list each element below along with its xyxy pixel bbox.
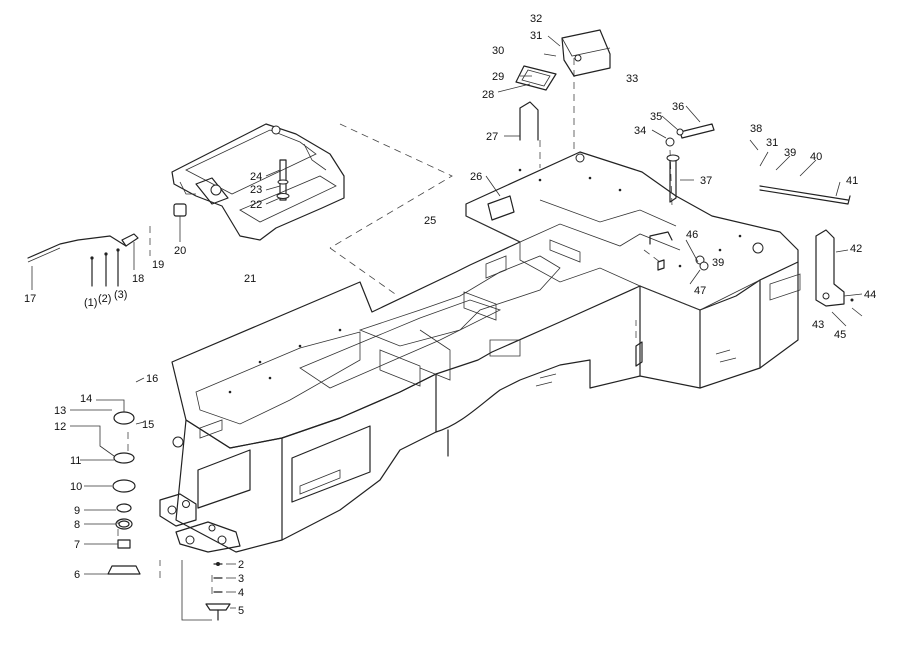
- callout-25: 25: [424, 215, 436, 227]
- callout-29: 29: [492, 71, 504, 83]
- callout-(1): (1): [84, 297, 97, 309]
- extension-lines: [117, 58, 673, 594]
- callout-labels: (1) (2) (3) 2 3 4 5 6 7 8 9 10 11 12 13 …: [24, 13, 876, 617]
- bolts-1-2-3: [90, 248, 120, 287]
- tab-26: [485, 175, 515, 221]
- callout-42: 42: [850, 243, 862, 255]
- callout-11: 11: [70, 455, 81, 467]
- callout-34: 34: [634, 125, 646, 137]
- upper-cradle-assembly: [171, 123, 345, 241]
- callout-39-lower: 39: [712, 257, 724, 269]
- main-frame: [159, 151, 801, 553]
- bracket-27: [504, 101, 539, 141]
- bushing-20: [173, 203, 187, 242]
- callout-15: 15: [142, 419, 154, 431]
- bolt-stack-2-5: [181, 560, 236, 621]
- callout-39-upper: 39: [784, 147, 796, 159]
- callout-20: 20: [174, 245, 186, 257]
- callout-22: 22: [250, 199, 262, 211]
- callout-24: 24: [250, 171, 262, 183]
- callout-17: 17: [24, 293, 36, 305]
- callout-35: 35: [650, 111, 662, 123]
- callout-3: 3: [238, 573, 244, 585]
- bracket-42-45: [815, 229, 863, 327]
- callout-38: 38: [750, 123, 762, 135]
- callout-37: 37: [700, 175, 712, 187]
- callout-44: 44: [864, 289, 876, 301]
- pad-assembly-28-33: [497, 29, 611, 93]
- callout-9: 9: [74, 505, 80, 517]
- pin-stack-22-24: [265, 159, 290, 205]
- callout-28: 28: [482, 89, 494, 101]
- callout-13: 13: [54, 405, 66, 417]
- callout-46: 46: [686, 229, 698, 241]
- callout-33: 33: [626, 73, 638, 85]
- callout-19: 19: [152, 259, 164, 271]
- callout-32: 32: [530, 13, 542, 25]
- callout-4: 4: [238, 587, 244, 599]
- callout-12: 12: [54, 421, 66, 433]
- callout-16: 16: [146, 373, 158, 385]
- callout-26: 26: [470, 171, 482, 183]
- callout-23: 23: [250, 184, 262, 196]
- clip-18-19: [121, 226, 151, 270]
- callout-47: 47: [694, 285, 706, 297]
- callout-5: 5: [238, 605, 244, 617]
- clamp-46-47: [649, 231, 709, 285]
- callout-31-right: 31: [766, 137, 778, 149]
- callout-21: 21: [244, 273, 256, 285]
- callout-27: 27: [486, 131, 498, 143]
- callout-40: 40: [810, 151, 822, 163]
- callout-8: 8: [74, 519, 80, 531]
- callout-43: 43: [812, 319, 824, 331]
- callout-(2): (2): [98, 293, 111, 305]
- callout-30: 30: [492, 45, 504, 57]
- callout-41: 41: [846, 175, 858, 187]
- pin-34-37: [651, 105, 715, 203]
- callout-6: 6: [74, 569, 80, 581]
- callout-45: 45: [834, 329, 846, 341]
- callout-2: 2: [238, 559, 244, 571]
- rod-38-41: [749, 139, 851, 205]
- callout-14: 14: [80, 393, 92, 405]
- callout-36: 36: [672, 101, 684, 113]
- callout-10: 10: [70, 481, 82, 493]
- linkage-arm-17: [27, 235, 127, 290]
- callout-31-top: 31: [530, 30, 542, 42]
- callout-(3): (3): [114, 289, 127, 301]
- callout-18: 18: [132, 273, 144, 285]
- swivel-stack-6-16: [70, 377, 145, 575]
- callout-7: 7: [74, 539, 80, 551]
